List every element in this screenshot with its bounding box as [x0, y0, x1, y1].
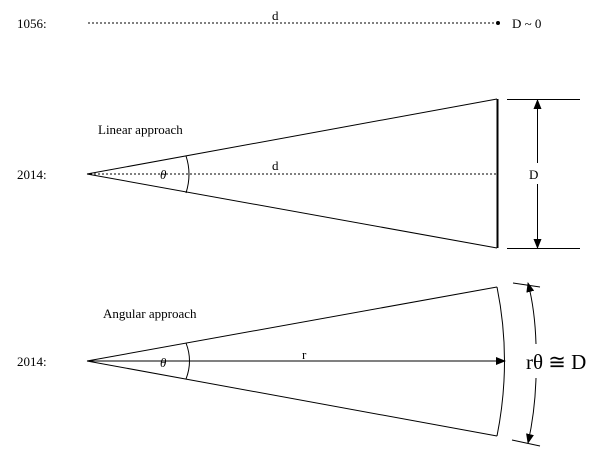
row2-lower-ray [86, 173, 498, 249]
row1-size-label: D ~ 0 [512, 16, 541, 31]
row3-extension-top [512, 282, 541, 288]
row1-year-label: 1056: [17, 16, 47, 31]
row2-title: Linear approach [98, 122, 183, 137]
row3-object-arc [496, 286, 505, 437]
row2-angle-label: θ [160, 167, 167, 182]
row3-angle-label: θ [160, 355, 167, 370]
row3-lower-ray [86, 360, 498, 437]
row2-size-label: D [529, 167, 538, 182]
row3-label-background [524, 350, 588, 372]
row2-distance-label: d [272, 158, 279, 173]
row3-title: Angular approach [103, 306, 197, 321]
row3-relation-label: rθ ≅ D [526, 350, 586, 374]
row1-distance-label: d [272, 8, 279, 23]
row3-arc-arrow-up [526, 282, 537, 345]
row2-upper-ray [86, 98, 498, 175]
row2-year-label: 2014: [17, 167, 47, 182]
row3-extension-bottom [511, 439, 541, 447]
row3-arc-arrow-down [526, 377, 537, 444]
row1-point [496, 21, 500, 25]
row3-angle-arc [185, 342, 190, 380]
row3-upper-ray [86, 286, 498, 362]
row3-year-label: 2014: [17, 354, 47, 369]
row3-radius-label: r [302, 347, 307, 362]
row2-angle-arc [185, 155, 190, 194]
